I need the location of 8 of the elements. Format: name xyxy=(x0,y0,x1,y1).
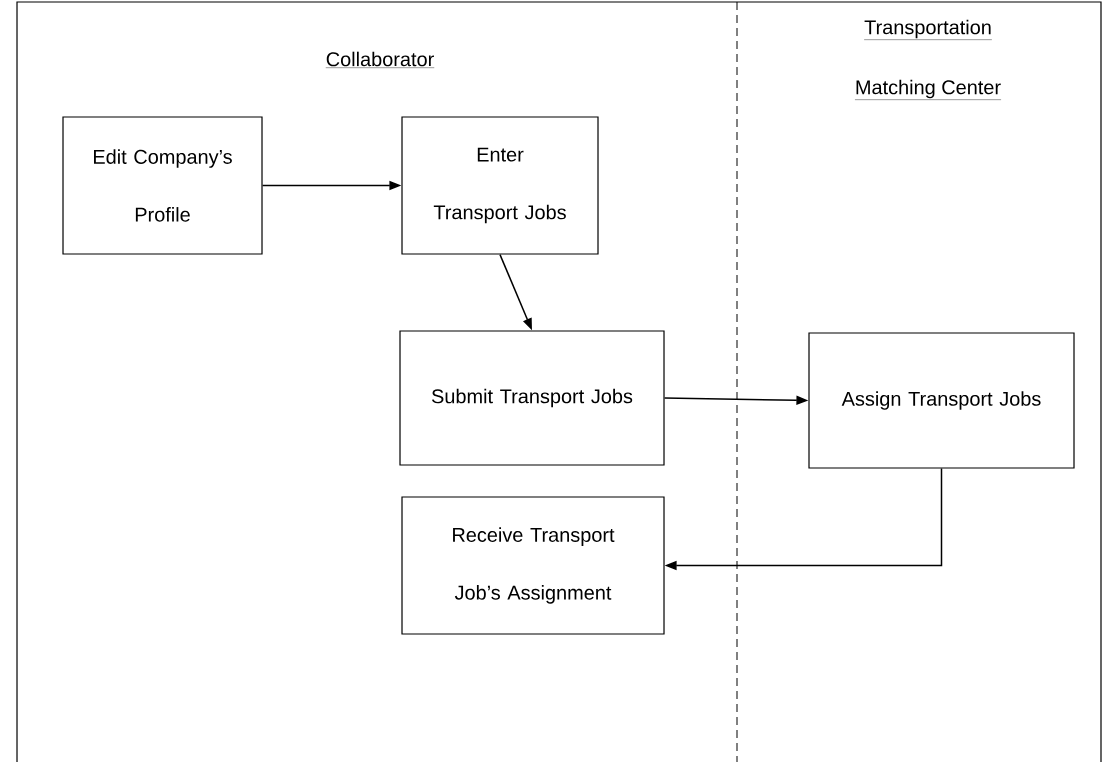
lane-heading: Transportation xyxy=(863,19,993,40)
process-box: Assign Transport Jobs xyxy=(808,332,1075,469)
process-box: Edit Company’s Profile xyxy=(62,116,263,255)
process-box: Submit Transport Jobs xyxy=(399,330,665,466)
lane-heading: Collaborator xyxy=(325,51,435,68)
lane-heading: Matching Center xyxy=(854,79,1002,100)
process-box: Receive Transport Job’s Assignment xyxy=(401,496,665,635)
process-box: Enter Transport Jobs xyxy=(401,116,599,255)
